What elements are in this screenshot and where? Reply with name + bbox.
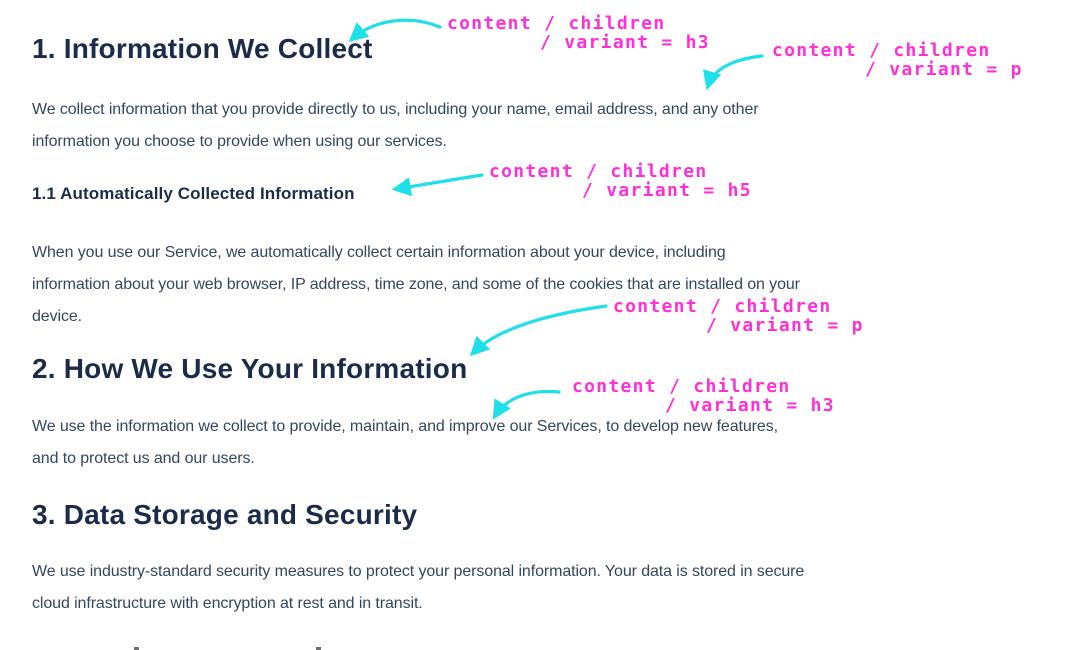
paragraph-line: When you use our Service, we automatical… [32,244,726,261]
annotation-line: / variant = h3 [665,395,835,416]
paragraph-line: We collect information that you provide … [32,101,759,118]
paragraph-line: cloud infrastructure with encryption at … [32,595,423,612]
annotation-line: content / children [572,376,791,397]
annotation-line: content / children [613,296,832,317]
paragraph-line: device. [32,308,82,325]
annotation-line: / variant = h5 [582,180,752,201]
curved-arrow-icon [391,173,484,197]
paragraph-line: We use industry-standard security measur… [32,563,805,580]
annotation-line: / variant = h3 [540,32,710,53]
annotation-line: content / children [447,13,666,34]
heading-information-we-collect: 1. Information We Collect [32,33,373,64]
heading-automatically-collected-information: 1.1 Automatically Collected Information [32,184,355,203]
paragraph-use-info: We use the information we collect to pro… [32,411,778,475]
annotation-line: / variant = p [706,315,864,336]
paragraph-device-info: When you use our Service, we automatical… [32,237,800,333]
annotation-line: content / children [489,161,708,182]
paragraph-line: information you choose to provide when u… [32,133,447,150]
curved-arrow-icon [702,54,764,91]
paragraph-collect-info: We collect information that you provide … [32,94,759,158]
paragraph-line: information about your web browser, IP a… [32,276,800,293]
annotation-variant-h5-label: content / children / variant = h5 [489,162,752,200]
heading-data-storage-and-security: 3. Data Storage and Security [32,499,418,530]
paragraph-line: We use the information we collect to pro… [32,418,778,435]
annotation-variant-h3-label: content / children / variant = h3 [572,377,835,415]
heading-how-we-use-your-information: 2. How We Use Your Information [32,353,468,384]
paragraph-security-info: We use industry-standard security measur… [32,556,804,620]
paragraph-line: and to protect us and our users. [32,450,255,467]
annotation-variant-p-label: content / children / variant = p [613,297,864,335]
annotation-variant-h3-label: content / children / variant = h3 [447,14,710,52]
annotation-variant-p-label: content / children / variant = p [772,41,1023,79]
annotation-line: content / children [772,40,991,61]
annotation-line: / variant = p [865,59,1023,80]
